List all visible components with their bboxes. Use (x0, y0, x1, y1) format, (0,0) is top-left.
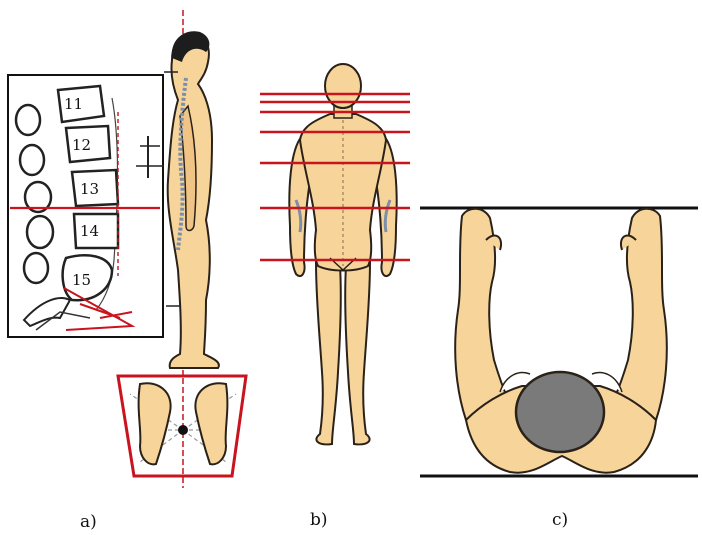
vertebra-label-12: 12 (72, 136, 91, 154)
left-arm-top (455, 209, 512, 424)
head-top-view (516, 372, 604, 452)
front-left-leg (316, 262, 341, 444)
top-view-desk-figure (420, 208, 698, 476)
front-view-figure (260, 64, 410, 444)
caption-b: b) (310, 510, 328, 530)
spine-inset-panel: 11 12 13 14 15 (8, 75, 163, 337)
front-right-leg (345, 262, 370, 444)
right-arm-top (610, 209, 667, 424)
caption-a: a) (80, 512, 97, 532)
vertebra-label-15: 15 (72, 271, 91, 289)
vertebra-label-11: 11 (64, 95, 83, 113)
vertebra-label-14: 14 (80, 222, 99, 240)
caption-c: c) (552, 510, 568, 530)
vertebra-label-13: 13 (80, 180, 99, 198)
foot-support-plate (118, 376, 246, 488)
